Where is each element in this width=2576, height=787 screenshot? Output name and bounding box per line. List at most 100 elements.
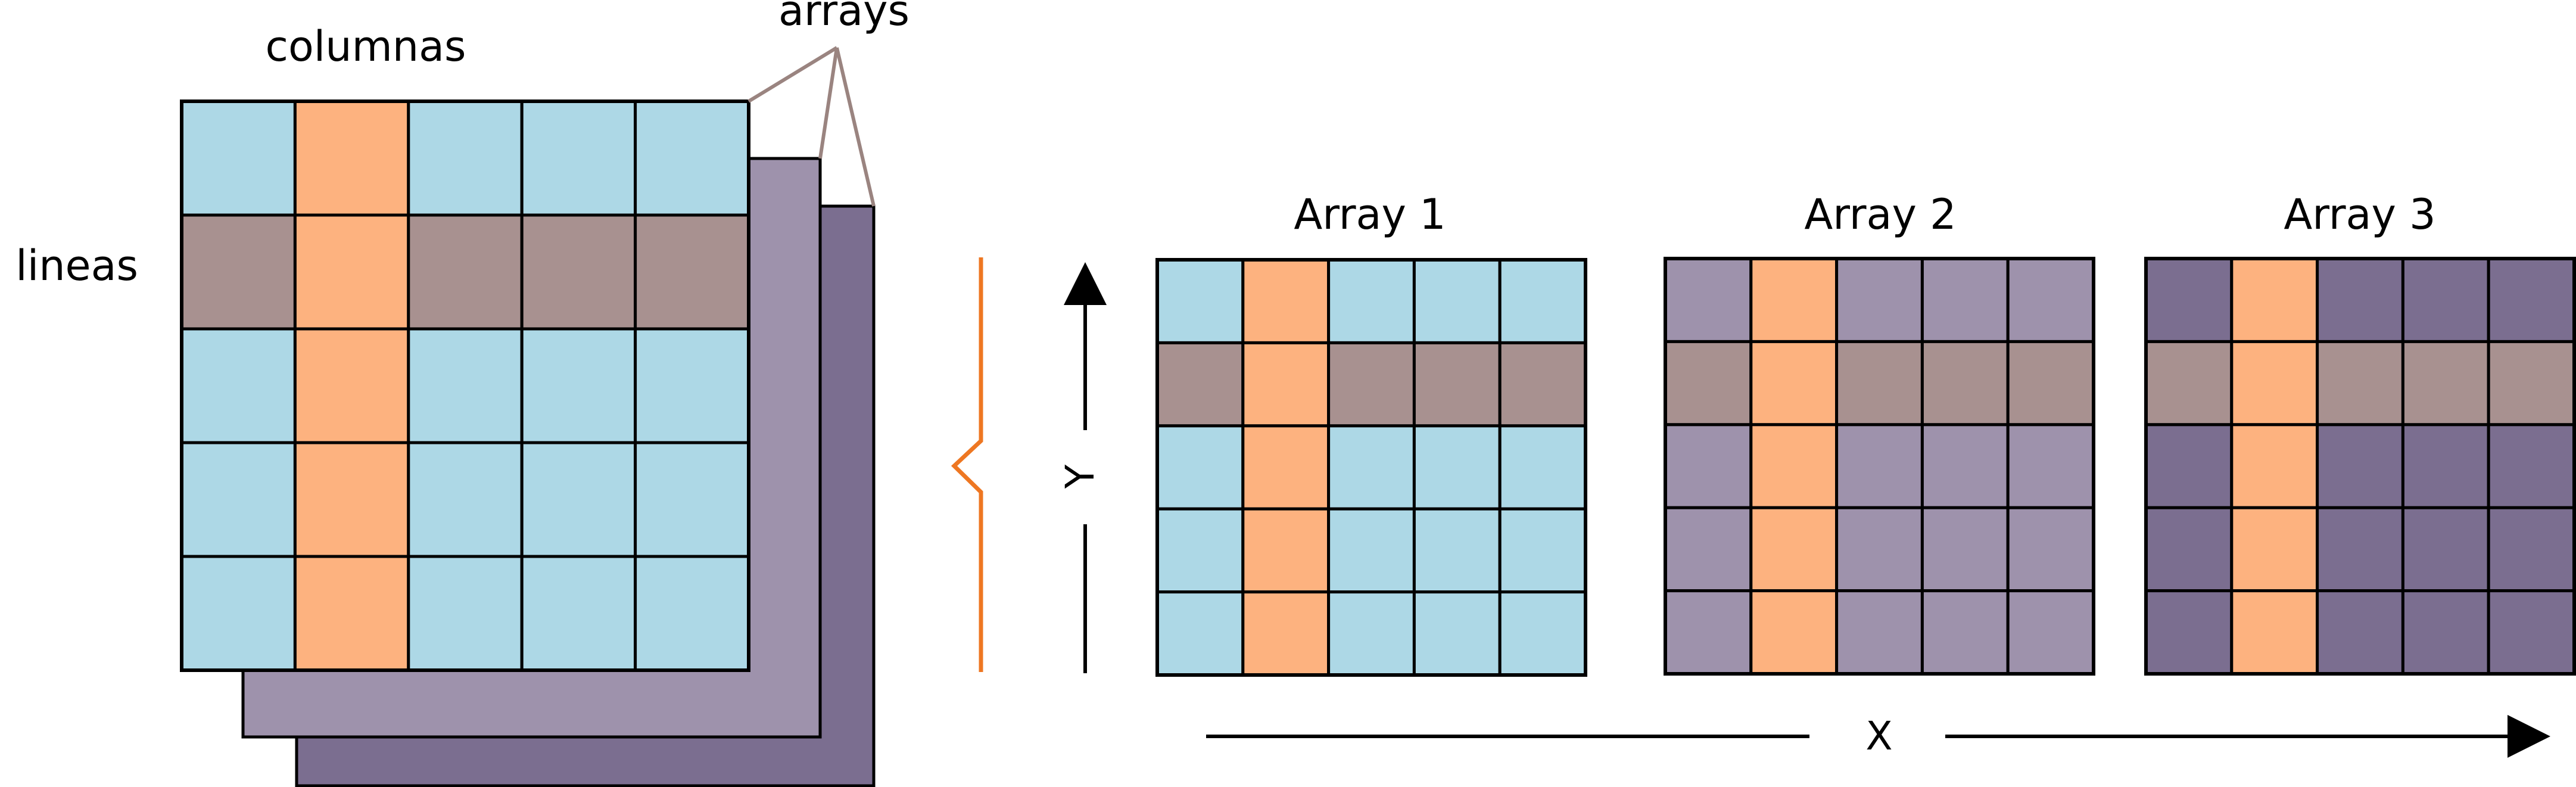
array-1-cell-r3-c5 bbox=[1498, 424, 1587, 511]
array-panels: Array 1 Array 2 Array 3 bbox=[1155, 190, 2576, 677]
array-3-border bbox=[2144, 257, 2576, 676]
front-array-cell-r3-c4 bbox=[520, 327, 637, 444]
array-1-cell-r5-c2 bbox=[1241, 590, 1331, 677]
array-3-cell-r5-c5 bbox=[2487, 589, 2576, 676]
array-1-border bbox=[1155, 258, 1587, 677]
array-1-cell-r4-c5 bbox=[1498, 507, 1587, 594]
front-array-grid bbox=[180, 99, 750, 672]
x-axis: X bbox=[1206, 713, 2550, 759]
array-3-cell-r5-c1 bbox=[2144, 589, 2234, 676]
array-1-cell-r1-c1 bbox=[1155, 258, 1245, 344]
front-array-cell-r1-c3 bbox=[407, 99, 524, 217]
front-array-cell-r1-c1 bbox=[180, 99, 297, 217]
array-1-cell-r1-c3 bbox=[1327, 258, 1416, 344]
array-title-1: Array 1 bbox=[1294, 190, 1446, 239]
array-3-cell-r1-c1 bbox=[2144, 257, 2234, 343]
array-panel-3: Array 3 bbox=[2144, 190, 2576, 676]
array-3-cell-r4-c1 bbox=[2144, 506, 2234, 593]
x-axis-label: X bbox=[1865, 713, 1892, 759]
array-1-cell-r3-c4 bbox=[1412, 424, 1502, 511]
array-3-cell-r2-c1 bbox=[2144, 340, 2234, 427]
array-3-cell-r5-c4 bbox=[2401, 589, 2490, 676]
array-1-cell-r4-c1 bbox=[1155, 507, 1245, 594]
array-2-cell-r3-c4 bbox=[1920, 423, 2010, 509]
front-array-cell-r2-c5 bbox=[634, 213, 750, 331]
x-axis-arrowhead bbox=[2508, 715, 2550, 758]
array-panel-2: Array 2 bbox=[1664, 190, 2095, 676]
array-2-cell-r3-c1 bbox=[1664, 423, 1753, 509]
front-array-cell-r3-c1 bbox=[180, 327, 297, 444]
array-2-cell-r4-c4 bbox=[1920, 506, 2010, 593]
front-array-cell-r2-c2 bbox=[293, 213, 410, 331]
array-3-cell-r1-c3 bbox=[2316, 257, 2404, 343]
array-3-cell-r2-c3 bbox=[2316, 340, 2404, 427]
array-1-cell-r4-c2 bbox=[1241, 507, 1331, 594]
array-3-cell-r4-c3 bbox=[2316, 506, 2404, 593]
array-2-cell-r3-c2 bbox=[1749, 423, 1839, 509]
label-arrays: arrays bbox=[778, 0, 909, 35]
array-1-cell-r3-c3 bbox=[1327, 424, 1416, 511]
array-2-border bbox=[1664, 257, 2095, 676]
array-2-cell-r1-c3 bbox=[1835, 257, 1924, 343]
array-3-cell-r4-c4 bbox=[2401, 506, 2490, 593]
front-array-cell-r5-c3 bbox=[407, 555, 524, 672]
array-3-cell-r4-c2 bbox=[2230, 506, 2319, 593]
array-title-2: Array 2 bbox=[1804, 190, 1956, 239]
front-array-cell-r5-c2 bbox=[293, 555, 410, 672]
label-lines: lineas bbox=[15, 241, 138, 290]
array-1-cell-r3-c2 bbox=[1241, 424, 1331, 511]
array-3-cell-r3-c4 bbox=[2401, 423, 2490, 509]
array-3-cell-r1-c5 bbox=[2487, 257, 2576, 343]
array-3-cell-r5-c3 bbox=[2316, 589, 2404, 676]
array-3-cell-r3-c1 bbox=[2144, 423, 2234, 509]
array-panel-1: Array 1 bbox=[1155, 190, 1587, 677]
front-array-cell-r4-c2 bbox=[293, 441, 410, 558]
array-1-cell-r4-c3 bbox=[1327, 507, 1416, 594]
front-array-cell-r5-c4 bbox=[520, 555, 637, 672]
array-2-cell-r5-c2 bbox=[1749, 589, 1839, 676]
front-array-cell-r5-c1 bbox=[180, 555, 297, 672]
array-2-cell-r5-c5 bbox=[2006, 589, 2095, 676]
array-3-cell-r3-c3 bbox=[2316, 423, 2404, 509]
array-2-cell-r1-c2 bbox=[1749, 257, 1839, 343]
array-2-cell-r5-c4 bbox=[1920, 589, 2010, 676]
array-2-cell-r4-c5 bbox=[2006, 506, 2095, 593]
y-axis: Y bbox=[1057, 262, 1107, 673]
front-array-cell-r3-c3 bbox=[407, 327, 524, 444]
front-array-cell-r4-c1 bbox=[180, 441, 297, 558]
array-2-cell-r2-c2 bbox=[1749, 340, 1839, 427]
front-array-cell-r1-c2 bbox=[293, 99, 410, 217]
array-3-cell-r1-c2 bbox=[2230, 257, 2319, 343]
array-2-cell-r4-c3 bbox=[1835, 506, 1924, 593]
array-2-cell-r5-c3 bbox=[1835, 589, 1924, 676]
array-2-cell-r3-c5 bbox=[2006, 423, 2095, 509]
array-1-cell-r1-c2 bbox=[1241, 258, 1331, 344]
array-2-cell-r2-c4 bbox=[1920, 340, 2010, 427]
array-1-cell-r5-c4 bbox=[1412, 590, 1502, 677]
front-array-cell-r3-c2 bbox=[293, 327, 410, 444]
array-1-cell-r2-c4 bbox=[1412, 341, 1502, 428]
array-1-cell-r2-c2 bbox=[1241, 341, 1331, 428]
array-3-cell-r3-c5 bbox=[2487, 423, 2576, 509]
array-2-cell-r2-c3 bbox=[1835, 340, 1924, 427]
array-2-cell-r1-c5 bbox=[2006, 257, 2095, 343]
front-array-cell-r4-c5 bbox=[634, 441, 750, 558]
array-3-cell-r4-c5 bbox=[2487, 506, 2576, 593]
front-array-cell-r1-c4 bbox=[520, 99, 637, 217]
array-2-cell-r4-c1 bbox=[1664, 506, 1753, 593]
front-array-cell-r4-c4 bbox=[520, 441, 637, 558]
front-array-border bbox=[180, 99, 750, 672]
array-1-cell-r4-c4 bbox=[1412, 507, 1502, 594]
array-3-cell-r1-c4 bbox=[2401, 257, 2490, 343]
array-1-cell-r3-c1 bbox=[1155, 424, 1245, 511]
array-1-cell-r2-c1 bbox=[1155, 341, 1245, 428]
label-columns: columnas bbox=[265, 22, 466, 71]
array-1-cell-r2-c3 bbox=[1327, 341, 1416, 428]
array-2-cell-r4-c2 bbox=[1749, 506, 1839, 593]
array-2-cell-r1-c1 bbox=[1664, 257, 1753, 343]
array-3-cell-r5-c2 bbox=[2230, 589, 2319, 676]
brace bbox=[951, 257, 983, 672]
array-1-cell-r1-c5 bbox=[1498, 258, 1587, 344]
front-array-cell-r2-c1 bbox=[180, 213, 297, 331]
